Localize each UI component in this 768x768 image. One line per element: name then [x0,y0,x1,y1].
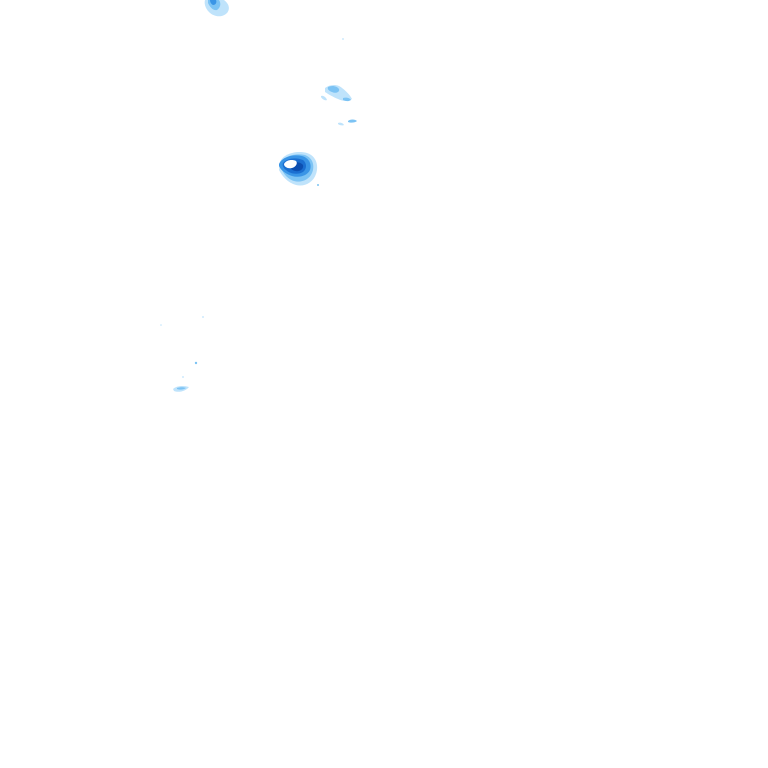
precip-speck-b [160,324,162,326]
precip-cluster-upper [321,85,357,126]
precip-cluster-upper-dot-a [348,119,357,123]
precip-speck-d [182,376,184,378]
precip-cluster-upper-fleck [343,97,351,102]
precip-cluster-upper-medium [327,85,340,93]
precip-cell-top-strong [210,0,217,5]
precip-cell-top [204,0,229,17]
precip-speck-c [194,361,198,365]
precip-cluster-upper-dot-b [338,122,344,126]
precip-speck-band-inner [177,387,186,390]
precip-speck [342,38,344,40]
precip-cell-main-fleck [317,184,319,186]
precip-cell-main [279,152,319,186]
precip-cell-main-eye [284,160,297,169]
precip-cluster-upper-strand [321,95,327,101]
precip-specks-left [160,316,204,392]
precip-speck-a [202,316,204,318]
